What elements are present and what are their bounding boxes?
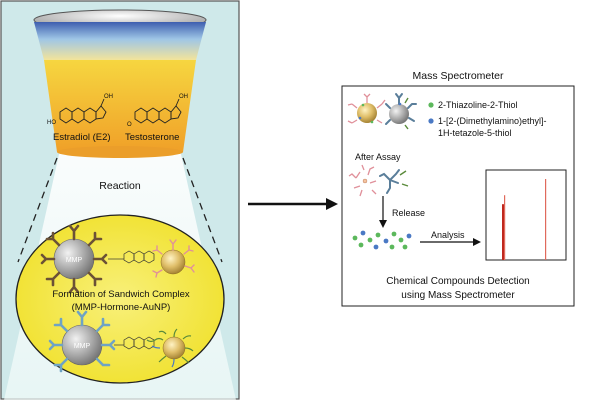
sample-vessel: [33, 9, 207, 158]
hormone-link-bottom: [114, 336, 155, 350]
left-panel: OH HO OH O Estradiol (E2) Testosterone R…: [0, 0, 240, 400]
spectrum-box: [485, 169, 567, 261]
release-arrow: [379, 196, 387, 228]
right-panel: Mass Spectrometer: [341, 70, 575, 307]
spectrum-peak: [504, 195, 506, 260]
after-assay-label: After Assay: [355, 152, 401, 162]
dashed-guide-left: [17, 157, 58, 263]
legend-text-thiazoline: 2-Thiazoline-2-Thiol: [438, 100, 518, 110]
spectrum-peak: [545, 179, 547, 260]
mmp-particle-bottom: MMP: [48, 310, 116, 373]
testosterone-o-label: O: [127, 122, 132, 128]
mmp-label-bottom: MMP: [74, 343, 91, 350]
legend-text-tetrazole-line1: 1-[2-(Dimethylamino)ethyl]-: [438, 116, 547, 126]
hormone-label-estradiol: Estradiol (E2): [53, 132, 111, 143]
after-assay-complex: [348, 164, 409, 197]
antibody-brown-group: [40, 224, 108, 294]
vessel-liquid: [44, 60, 196, 152]
vessel-upper: [34, 22, 206, 60]
analysis-arrow: [420, 238, 481, 246]
aunp-particle-top: [152, 239, 195, 278]
vessel-bottom: [57, 146, 183, 158]
sandwich-label-line2: (MMP-Hormone-AuNP): [72, 302, 171, 313]
testosterone-oh-label: OH: [179, 94, 188, 100]
legend-text-tetrazole-line2: 1H-tetazole-5-thiol: [438, 128, 512, 138]
spectrum-peak: [502, 204, 505, 260]
hormone-link-top: [108, 250, 155, 264]
aunp-particle-bottom: [146, 328, 194, 368]
spectrum-peaks: [502, 179, 547, 260]
mmp-particle-top: MMP: [40, 224, 108, 294]
analysis-label: Analysis: [431, 230, 465, 240]
release-label: Release: [392, 208, 425, 218]
released-compounds: [352, 230, 412, 250]
testosterone-structure: [134, 98, 182, 124]
legend-dot-tetrazole: [428, 118, 434, 124]
estradiol-structure: [59, 98, 107, 124]
process-arrow: [248, 198, 338, 210]
dashed-guide-right: [182, 157, 223, 263]
detection-label-line2: using Mass Spectrometer: [401, 290, 515, 301]
reaction-label: Reaction: [99, 180, 141, 192]
estradiol-oh-label: OH: [104, 94, 113, 100]
sandwich-label-line1: Formation of Sandwich Complex: [52, 289, 190, 300]
detection-label-line1: Chemical Compounds Detection: [386, 276, 529, 287]
hormone-label-testosterone: Testosterone: [125, 132, 179, 143]
antibody-blue-group: [48, 310, 116, 373]
tagged-aunp-pair: [347, 93, 417, 130]
mmp-label-top: MMP: [66, 257, 83, 264]
mass-spectrometer-title: Mass Spectrometer: [412, 70, 504, 82]
estradiol-ho-label: HO: [47, 120, 56, 126]
legend-dot-thiazoline: [428, 102, 434, 108]
